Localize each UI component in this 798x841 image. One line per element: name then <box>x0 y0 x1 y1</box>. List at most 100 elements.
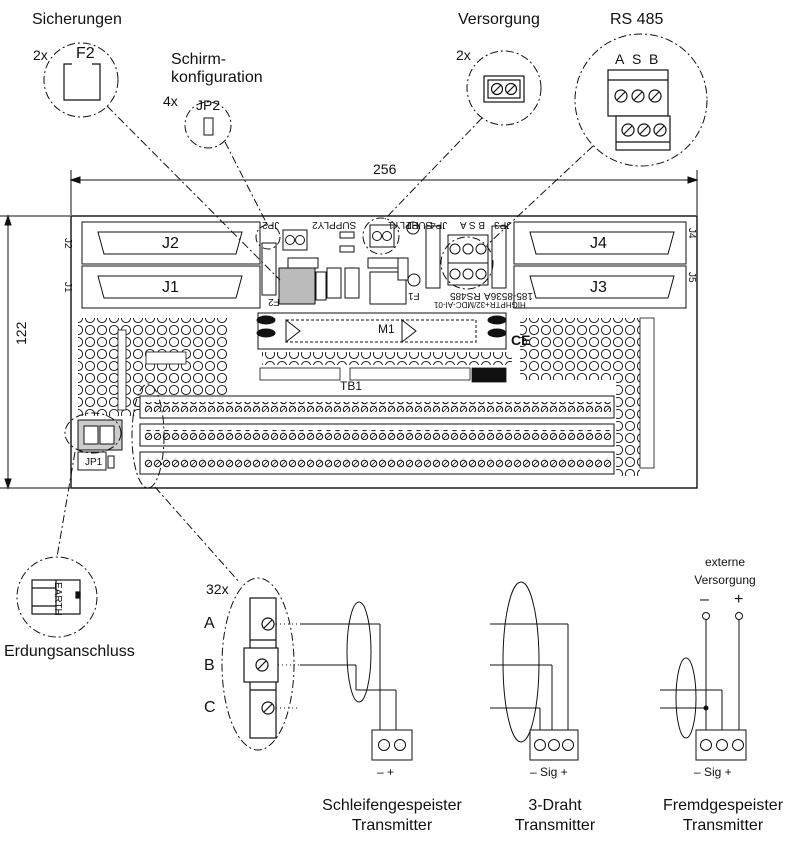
rs485-pin-b: B <box>649 51 659 67</box>
connector-j4-label: J4 <box>590 235 607 252</box>
leader-supply <box>384 117 483 220</box>
three-wire-pins: – Sig + <box>530 765 568 779</box>
board-rs485: RS485 <box>450 290 481 301</box>
board-jp2: JP2 <box>262 219 280 230</box>
board-highlight-jp2 <box>255 224 281 250</box>
ext-plus: + <box>734 591 744 608</box>
edge-j5: J5 <box>686 272 697 283</box>
board-supply2: SUPPLY2 <box>312 219 357 230</box>
dimension-width-label: 256 <box>373 161 397 177</box>
external-title-line1: Fremdgespeister <box>662 797 784 814</box>
fuse-part <box>63 63 101 101</box>
jumper-part-label: JP2 <box>196 97 221 113</box>
edge-j1: J1 <box>62 282 73 293</box>
rs485-board-terminal <box>447 234 489 286</box>
callout-terminal-circle <box>221 577 295 751</box>
supply-terminal-part <box>483 75 525 103</box>
external-title-line2: Transmitter <box>682 817 764 834</box>
board-tb1: TB1 <box>340 379 363 393</box>
connector-j1 <box>81 265 261 309</box>
connector-j4 <box>513 221 687 265</box>
board-h1: H1 <box>406 219 419 230</box>
dimension-height-label: 122 <box>13 321 29 345</box>
board-pcb-name: HIGHPTR+32/MDC-AI-01 <box>434 300 526 309</box>
callout-supply-circle <box>466 50 542 126</box>
board-jp4: JP4 <box>430 219 448 230</box>
three-wire-title-line1: 3-Draht <box>528 797 582 814</box>
wiring-loop <box>300 601 413 761</box>
edge-j2: J2 <box>62 238 73 249</box>
rs485-title: RS 485 <box>610 11 664 28</box>
rs485-pin-s: S <box>632 51 642 67</box>
board-f2: F2 <box>268 296 280 307</box>
wiring-three-wire <box>490 581 579 761</box>
supply-count: 2x <box>456 47 471 63</box>
shield-title-line2: konfiguration <box>171 69 263 86</box>
earth-board-terminal <box>77 419 123 471</box>
ext-minus: – <box>700 591 709 608</box>
external-pins: – Sig + <box>694 765 732 779</box>
callout-shield-circle <box>184 101 232 149</box>
rs485-terminal-part <box>607 69 671 151</box>
connector-j2 <box>81 221 261 265</box>
fuse-title: Sicherungen <box>32 11 122 28</box>
terminal-block-part <box>243 597 279 739</box>
inductors <box>256 315 507 338</box>
terminal-count: 32x <box>206 581 229 597</box>
ext-supply-line2: Versorgung <box>694 573 756 587</box>
earth-title: Erdungsanschluss <box>4 643 135 660</box>
terminal-dots <box>276 623 300 709</box>
connector-j1-label: J1 <box>162 279 179 296</box>
connector-j2-label: J2 <box>162 235 179 252</box>
board-f1: F1 <box>408 290 420 301</box>
component-field-right-col <box>616 380 640 476</box>
board-ce: CE <box>511 332 531 348</box>
terminal-row-a: A <box>204 615 215 632</box>
loop-pins: – + <box>377 765 395 779</box>
board-highlight-terminal <box>131 383 165 489</box>
terminal-block-tb1 <box>139 395 615 475</box>
earth-terminal-part <box>31 579 81 615</box>
connector-j3 <box>513 265 687 309</box>
fuse-part-label: F2 <box>76 45 95 62</box>
terminal-row-c: C <box>204 699 216 716</box>
leader-fuse <box>106 105 281 281</box>
edge-j4: J4 <box>686 228 697 239</box>
module-m1 <box>257 312 507 350</box>
board-highlight-supply <box>362 217 400 255</box>
board-pcb-id: 185-8536A <box>484 290 533 301</box>
three-wire-title-line2: Transmitter <box>514 817 596 834</box>
loop-title-line1: Schleifengespeister <box>322 797 462 814</box>
fuse-count: 2x <box>33 47 48 63</box>
ext-supply-line1: externe <box>704 555 746 569</box>
connector-j3-label: J3 <box>590 279 607 296</box>
callout-rs485-circle <box>574 33 708 167</box>
supply-area <box>261 221 507 305</box>
wiring-external <box>660 612 747 761</box>
board-highlight-rs485 <box>440 236 494 290</box>
board-rs-letters: B S A <box>460 219 486 230</box>
supply-title: Versorgung <box>458 11 540 28</box>
loop-title-line2: Transmitter <box>351 817 433 834</box>
leader-terminal <box>154 486 241 584</box>
board-jp1: JP1 <box>85 457 103 468</box>
resistor-strips <box>117 317 655 469</box>
shield-title-line1: Schirm- <box>171 51 227 68</box>
component-field-right <box>520 318 640 380</box>
shield-count: 4x <box>163 93 178 109</box>
earth-part-label: EARTH <box>52 582 63 616</box>
board-highlight-earth <box>64 412 122 454</box>
dimension-height <box>0 214 70 490</box>
leader-earth <box>56 451 76 558</box>
component-field-mid <box>262 352 512 365</box>
board-jp3: JP3 <box>494 219 512 230</box>
callout-earth-circle <box>16 556 98 638</box>
dimension-width <box>69 170 699 215</box>
rs485-pin-a: A <box>615 51 625 67</box>
board-module-m1: M1 <box>378 322 395 336</box>
terminal-row-b: B <box>204 657 215 674</box>
jumper-part <box>203 117 214 136</box>
leader-shield <box>224 141 269 227</box>
callout-fuse-circle <box>43 42 119 118</box>
